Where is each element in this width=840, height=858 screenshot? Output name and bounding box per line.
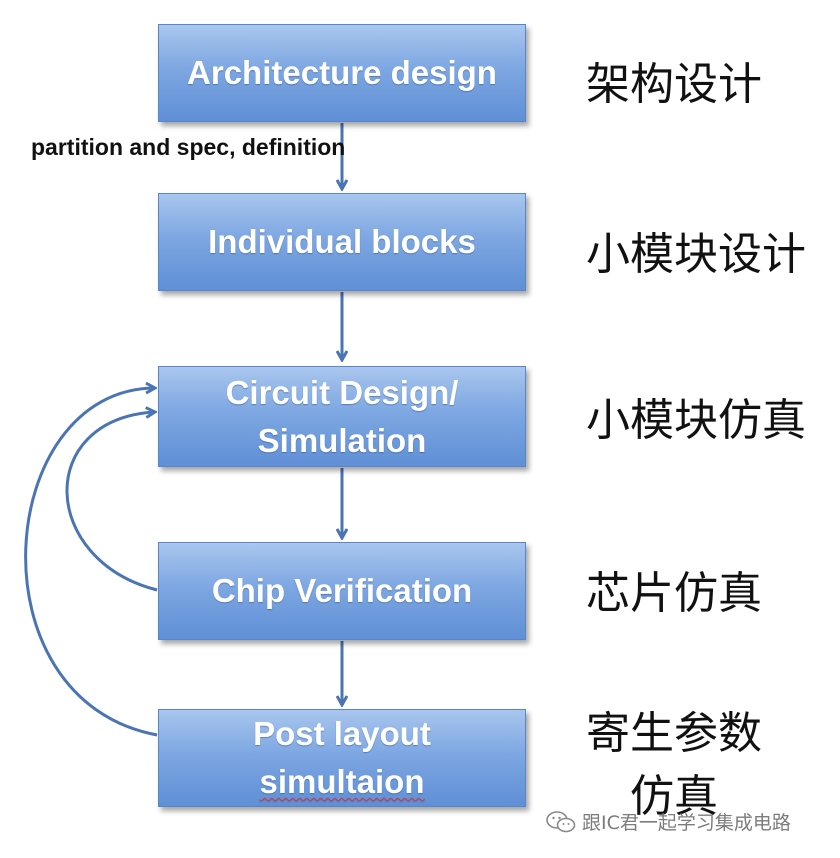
step-label-line: Post layout bbox=[253, 715, 431, 752]
step-chip-verification: Chip Verification bbox=[158, 542, 526, 640]
step-label-line: Circuit Design/ bbox=[225, 373, 459, 411]
step-label-line: Individual blocks bbox=[208, 223, 476, 260]
feedback-loop-chip-to-circuit bbox=[65, 412, 157, 592]
cn-label-postlayout-line2: 仿真 bbox=[630, 771, 718, 822]
feedback-loop-postlayout-to-circuit bbox=[24, 388, 158, 737]
step-label-line: simultaion bbox=[259, 763, 425, 800]
step-circuit-design-simulation: Circuit Design/ Simulation bbox=[158, 366, 526, 467]
cn-label-circuit: 小模块仿真 bbox=[586, 395, 806, 446]
step-label-line: Chip Verification bbox=[211, 572, 473, 609]
step-label-line: Simulation bbox=[257, 421, 427, 459]
edge-note: partition and spec, definition bbox=[31, 134, 346, 160]
cn-label-architecture: 架构设计 bbox=[586, 59, 762, 110]
cn-label-blocks: 小模块设计 bbox=[586, 229, 806, 280]
step-label-line: Architecture design bbox=[187, 54, 497, 91]
watermark: 跟IC君一起学习集成电路 bbox=[546, 808, 791, 835]
cn-label-postlayout-line1: 寄生参数 bbox=[586, 708, 762, 759]
cn-label-chip: 芯片仿真 bbox=[586, 568, 762, 619]
step-individual-blocks: Individual blocks bbox=[158, 193, 526, 291]
step-post-layout-simulation: Post layout simultaion bbox=[158, 709, 526, 807]
step-architecture-design: Architecture design bbox=[158, 24, 526, 122]
wechat-icon bbox=[546, 810, 576, 834]
watermark-text: 跟IC君一起学习集成电路 bbox=[582, 812, 791, 834]
